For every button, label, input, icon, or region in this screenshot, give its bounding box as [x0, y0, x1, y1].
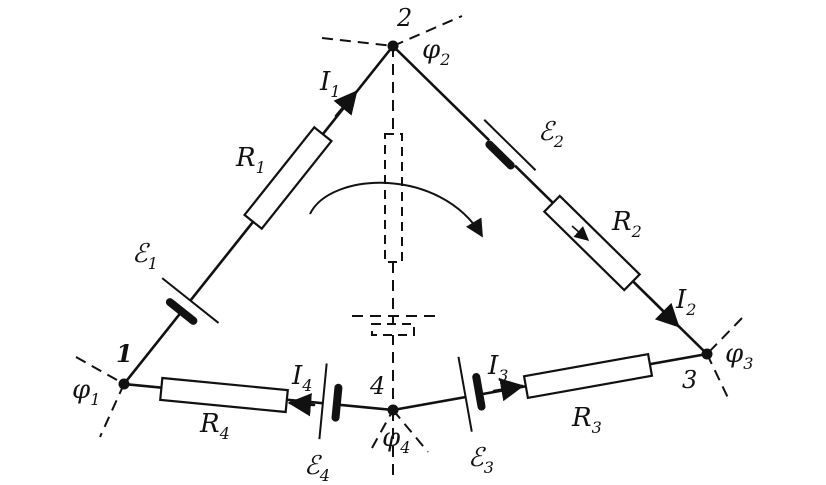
node-2-potential: φ2 — [422, 35, 450, 69]
resistor-r4-label: R4 — [199, 409, 230, 443]
node-3-dot — [701, 348, 713, 360]
emf-source-e1 — [161, 277, 220, 325]
resistor-r1 — [242, 125, 334, 231]
node-4-number: 4 — [369, 372, 385, 400]
traversal-direction-arrow — [309, 181, 483, 238]
node2-tick-b — [392, 15, 463, 47]
current-i4-label: I4 — [291, 361, 312, 395]
dashed-resistor — [384, 133, 403, 263]
node3-tick-a — [706, 317, 743, 355]
nodes — [118, 40, 713, 416]
emf-e2-label: ℰ2 — [538, 117, 564, 151]
resistor-r2-label: R2 — [611, 207, 642, 241]
node-3-number: 3 — [682, 366, 697, 394]
emf-source-e2 — [483, 119, 537, 171]
dashed-lines — [75, 15, 743, 482]
node-4-potential: φ4 — [382, 423, 410, 457]
node4-tick-a — [371, 409, 394, 449]
current-i3-label: I3 — [487, 351, 508, 385]
resistor-r3 — [522, 352, 654, 400]
node1-tick-a — [75, 356, 125, 385]
emf-source-e3 — [457, 356, 486, 432]
emf-e3-label: ℰ3 — [468, 443, 494, 477]
emf-e4-label: ℰ4 — [304, 451, 330, 485]
current-arrow-i2 — [648, 296, 680, 328]
dashed-small-element — [371, 323, 415, 336]
node3-tick-b — [706, 353, 731, 403]
current-arrows — [287, 90, 680, 417]
resistor-r2-inner-arrow — [571, 225, 590, 241]
emf-sources — [161, 119, 537, 440]
node-1-dot — [118, 378, 130, 390]
resistor-r3-label: R3 — [571, 403, 602, 437]
resistors — [159, 125, 654, 414]
labels: 1 2 3 4 φ1 φ2 φ3 φ4 R1 R2 R3 R4 ℰ1 ℰ2 ℰ3… — [72, 4, 753, 485]
emf-source-e4 — [318, 363, 343, 440]
node-1-potential: φ1 — [72, 375, 100, 409]
current-arrow-i4 — [287, 393, 316, 417]
node1-tick-b — [99, 383, 125, 438]
resistor-r1-label: R1 — [235, 143, 266, 177]
node-4-dot — [387, 404, 399, 416]
node-2-number: 2 — [396, 4, 412, 32]
current-arrow-i3 — [492, 378, 525, 402]
resistor-r4 — [159, 376, 289, 414]
emf-e1-label: ℰ1 — [132, 239, 158, 273]
current-i1-label: I1 — [319, 67, 340, 101]
current-i2-label: I2 — [675, 285, 696, 319]
node-3-potential: φ3 — [725, 339, 753, 373]
node-2-dot — [387, 40, 399, 52]
resistor-r2 — [542, 194, 642, 292]
current-arrow-i1 — [333, 90, 358, 118]
node4-tick-b — [392, 409, 429, 453]
node-1-number: 1 — [116, 339, 133, 368]
node2-tick-a — [321, 37, 394, 47]
